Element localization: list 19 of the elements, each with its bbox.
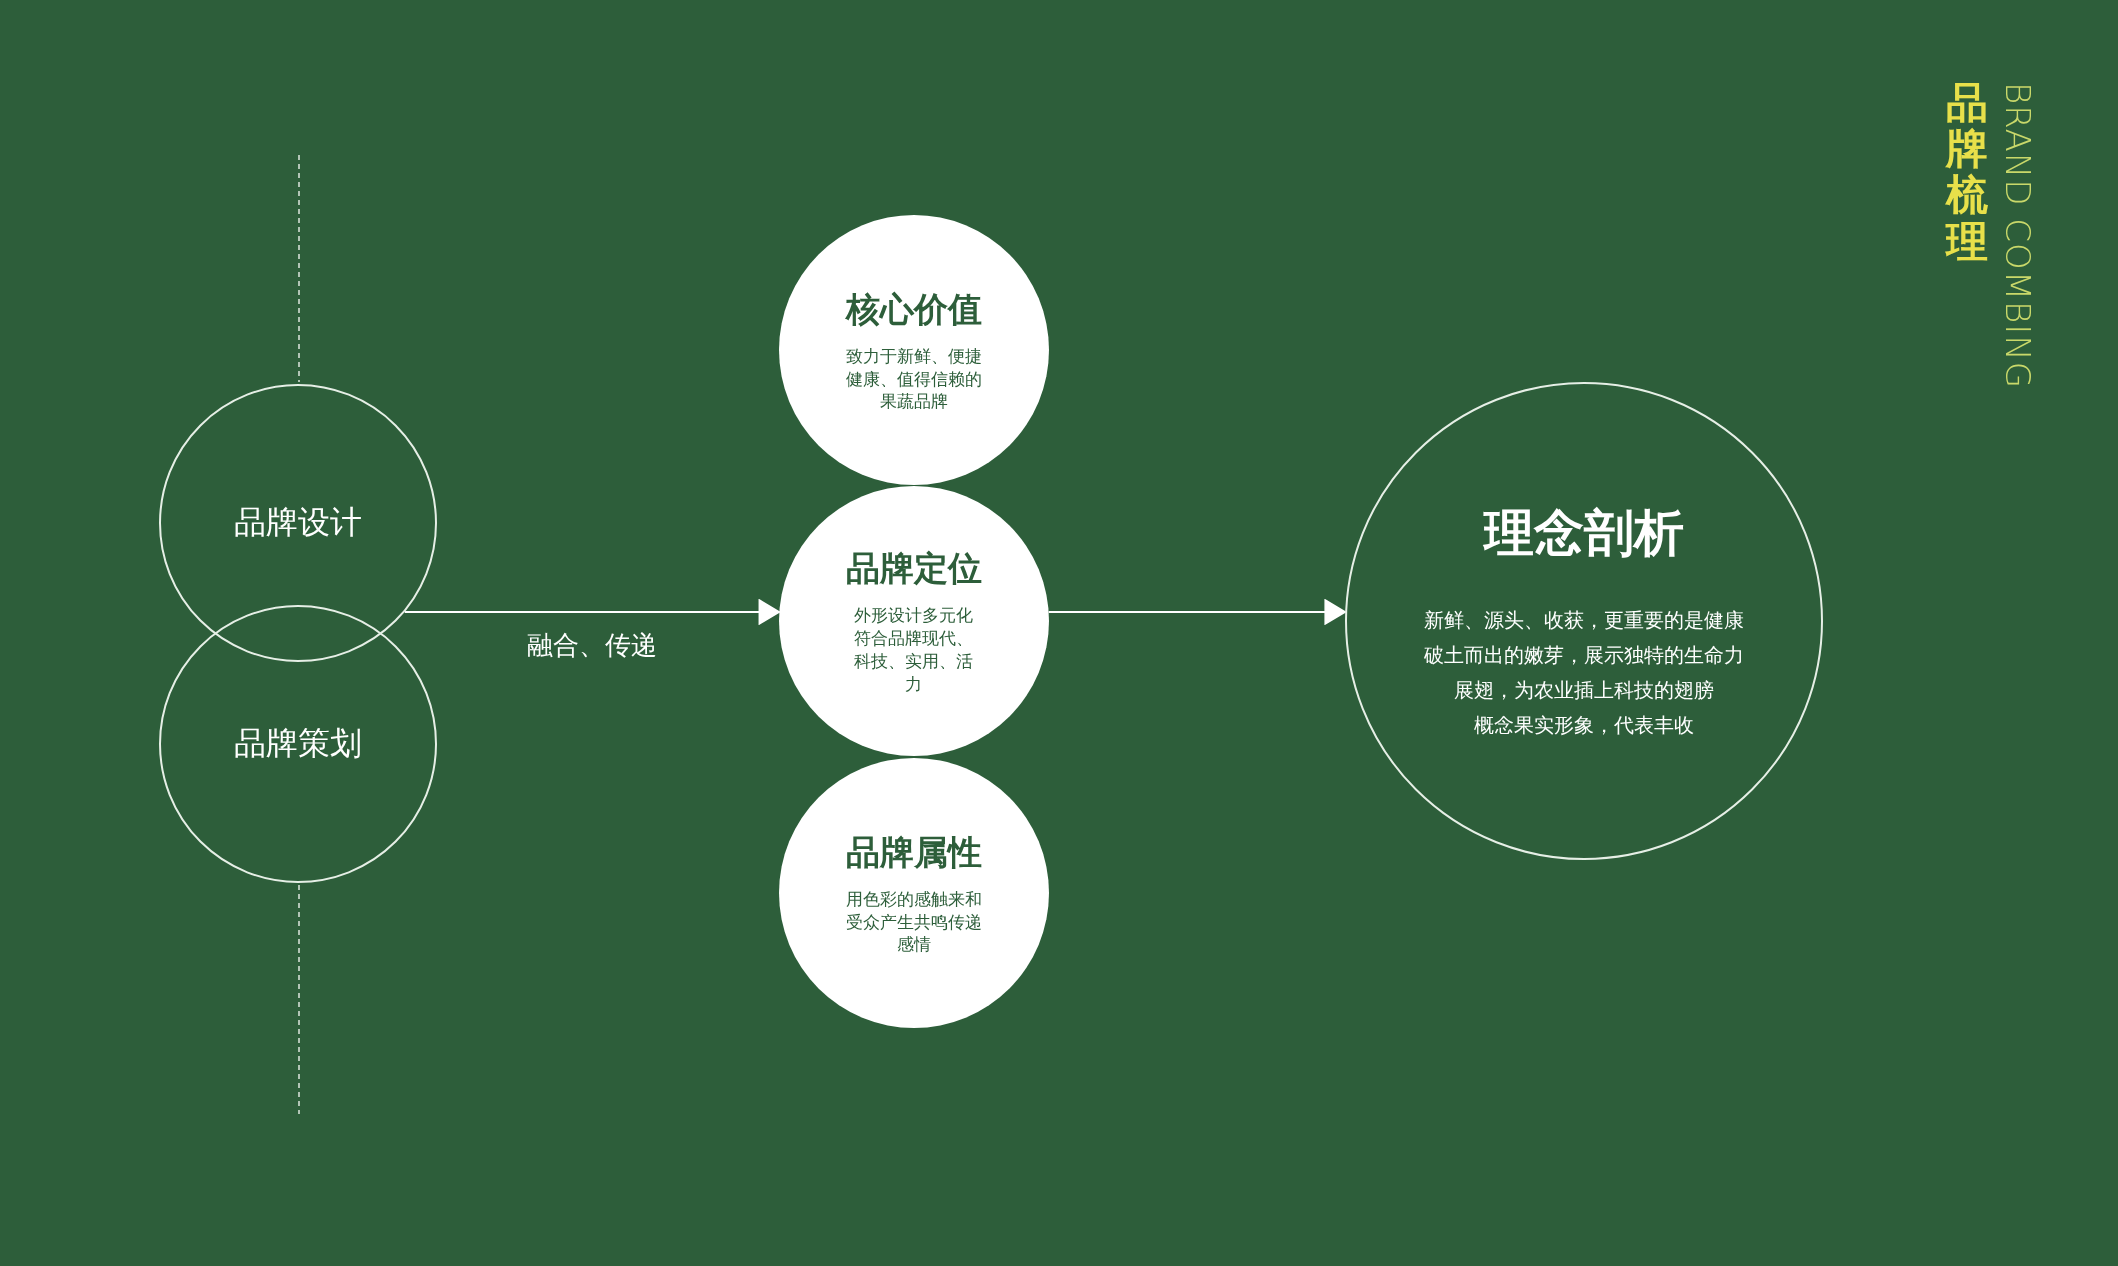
vertical-title: 品牌梳理 (1946, 80, 1988, 265)
circle-heading: 理念剖析 (1484, 502, 1684, 564)
circle-heading: 品牌策划 (234, 723, 362, 764)
circle-description: 致力于新鲜、便捷健康、值得信赖的果蔬品牌 (845, 344, 983, 414)
circle-description: 外形设计多元化符合品牌现代、科技、实用、活力 (853, 604, 975, 696)
circle-heading: 品牌定位 (846, 547, 982, 591)
circle-description: 概念果实形象，代表丰收 (1474, 711, 1694, 739)
outline-circle (1345, 382, 1823, 860)
circle-heading: 品牌设计 (234, 502, 362, 543)
circle-description: 破土而出的嫩芽，展示独特的生命力 (1424, 641, 1744, 669)
outline-circle (159, 605, 437, 883)
circle-heading: 核心价值 (846, 287, 982, 331)
vertical-subtitle: BRAND COMBING (1998, 82, 2038, 390)
edge-label: 融合、传递 (527, 630, 658, 660)
outline-circle (159, 384, 437, 662)
circle-description: 新鲜、源头、收获，更重要的是健康 (1424, 606, 1744, 634)
circle-heading: 品牌属性 (846, 830, 982, 874)
circle-description: 展翅，为农业插上科技的翅膀 (1454, 676, 1714, 704)
circle-description: 用色彩的感触来和受众产生共鸣传递感情 (845, 887, 983, 957)
